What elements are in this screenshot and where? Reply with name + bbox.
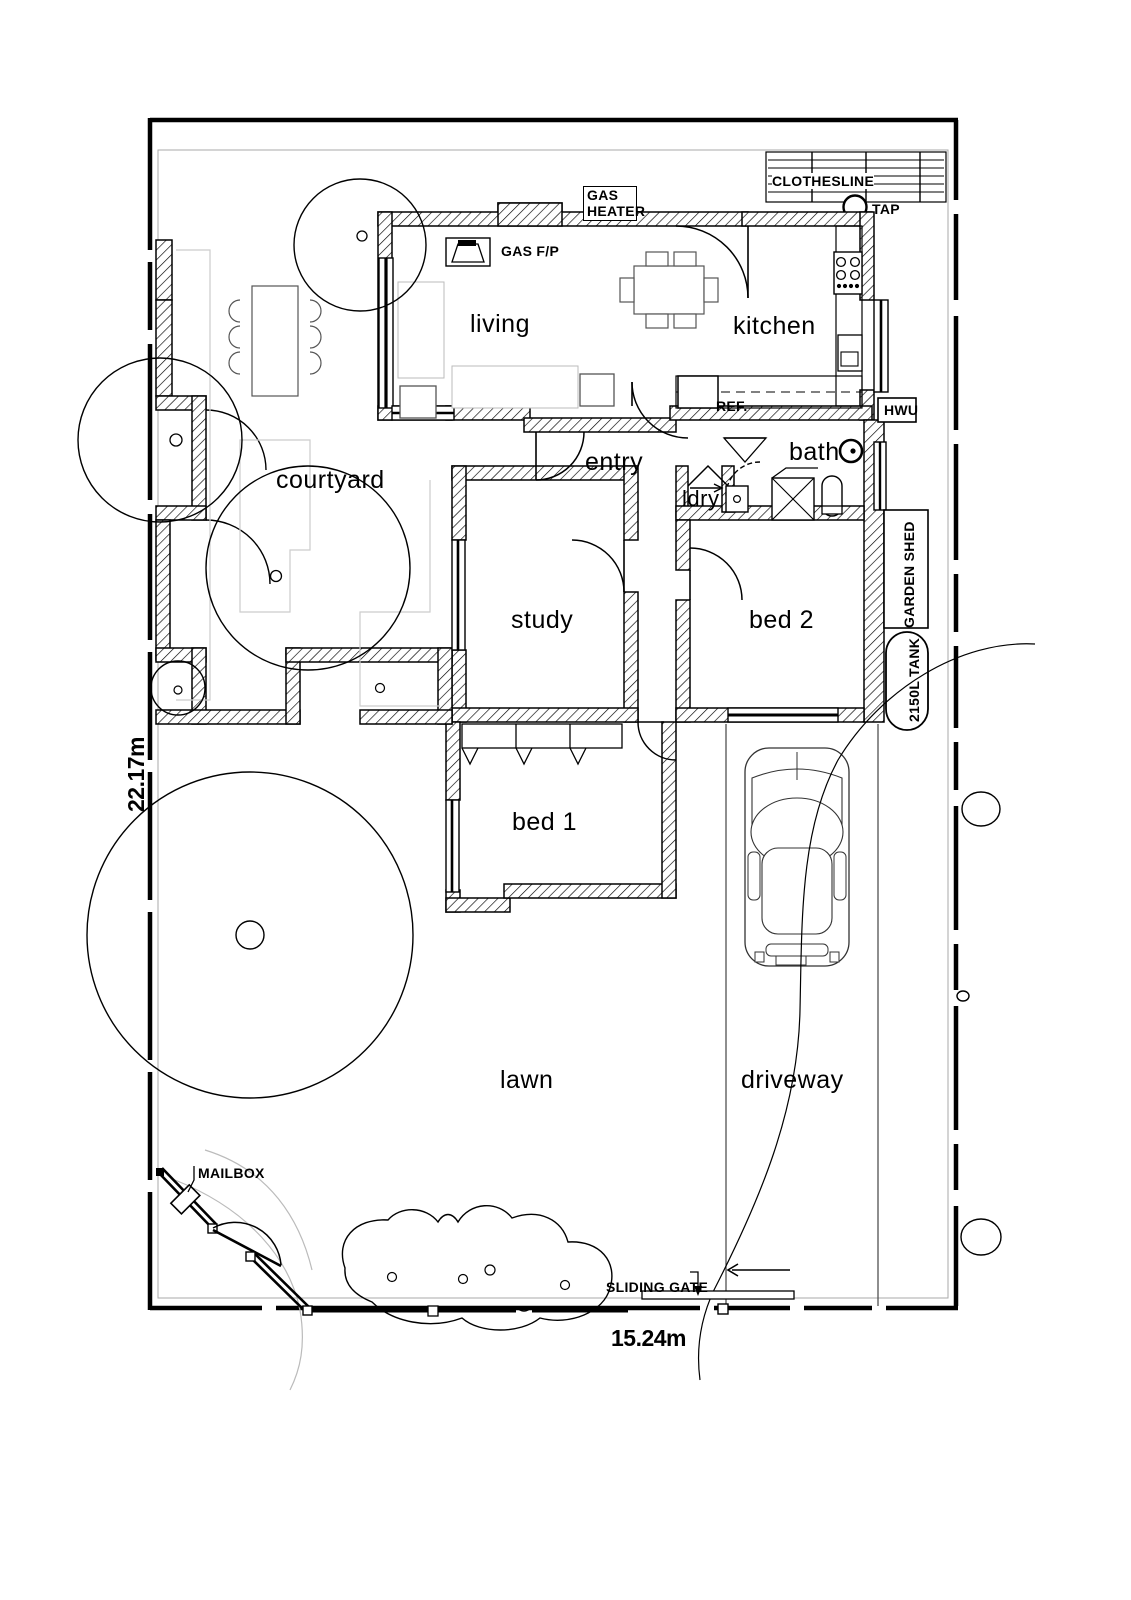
outdoor-dining-table [228, 285, 322, 397]
tree-canopy-courtyard [205, 465, 411, 671]
room-label-bed-1: bed 1 [512, 808, 578, 836]
toilet-icon [821, 475, 843, 517]
room-label-driveway: driveway [741, 1066, 844, 1094]
room-label-lawn: lawn [500, 1066, 554, 1094]
room-label-kitchen: kitchen [733, 312, 816, 340]
kitchen-fittings [675, 225, 863, 409]
room-label-courtyard: courtyard [276, 466, 385, 494]
laundry-fittings [687, 464, 749, 513]
room-label-bed-2: bed 2 [749, 606, 815, 634]
tag-garden-shed: GARDEN SHED [901, 521, 917, 628]
driveway-edges [725, 724, 879, 1306]
tree-canopy-north [293, 178, 427, 312]
shower-icon [771, 467, 818, 521]
trees [77, 178, 1002, 1256]
windows [378, 257, 889, 893]
sliding-gate [641, 1263, 795, 1315]
tag-gas-heater-line1: GAS [587, 187, 619, 203]
tag-hwu: HWU [884, 402, 919, 418]
doors [205, 225, 761, 761]
front-fence-and-gates [156, 1166, 628, 1317]
sofa-three-seat [451, 365, 579, 409]
dimension-side-boundary: 22.17m [123, 736, 149, 812]
site-setback-line [157, 149, 949, 1299]
street-tree-mid [956, 990, 970, 1002]
hot-water-unit [877, 397, 917, 423]
tag-gas-heater-line2: HEATER [587, 202, 646, 219]
tag-mailbox: MAILBOX [198, 1165, 265, 1181]
bath-fittings [722, 437, 864, 521]
wardrobe-bed1 [461, 723, 623, 766]
courtyard-paving [176, 249, 440, 707]
tag-gas-heater: GAS HEATER [583, 186, 646, 222]
tree-canopy-west-2 [150, 660, 206, 716]
shrub-bed-front [341, 1204, 613, 1331]
room-label-bath: bath [789, 438, 840, 466]
room-label-study: study [511, 606, 574, 634]
tree-canopy-lawn [86, 771, 414, 1099]
sink-icon [837, 334, 863, 372]
room-label-ldry: ldry [682, 486, 720, 511]
tree-canopy-west-1 [77, 357, 243, 523]
car [744, 747, 850, 967]
tag-clothesline: CLOTHESLINE [772, 173, 875, 189]
tag-gas-fp: GAS F/P [501, 243, 560, 259]
street-tree-lower [960, 1218, 1002, 1256]
tree-canopy-study [374, 682, 386, 694]
service-paths [174, 643, 1036, 1391]
street-tree-upper [961, 791, 1001, 827]
mailbox [169, 1183, 201, 1215]
garden-shed [883, 509, 929, 629]
water-tank [885, 631, 929, 731]
site-boundary [147, 117, 959, 1311]
sofa-two-seat [397, 281, 445, 379]
tag-ref: REF. [716, 398, 748, 414]
fireplace-icon [445, 237, 491, 267]
cooktop-icon [833, 251, 863, 295]
room-label-entry: entry [585, 448, 644, 476]
dimension-front-boundary: 15.24m [611, 1325, 687, 1351]
tag-sliding-gate: SLIDING GATE [606, 1279, 709, 1295]
living-furniture [397, 237, 615, 419]
washing-machine-icon [725, 485, 749, 513]
refrigerator-icon [677, 375, 719, 409]
tag-tap: TAP [872, 201, 900, 217]
indoor-dining-table [619, 251, 719, 329]
room-label-living: living [470, 310, 530, 338]
tag-water-tank: 2150L TANK [906, 637, 922, 722]
